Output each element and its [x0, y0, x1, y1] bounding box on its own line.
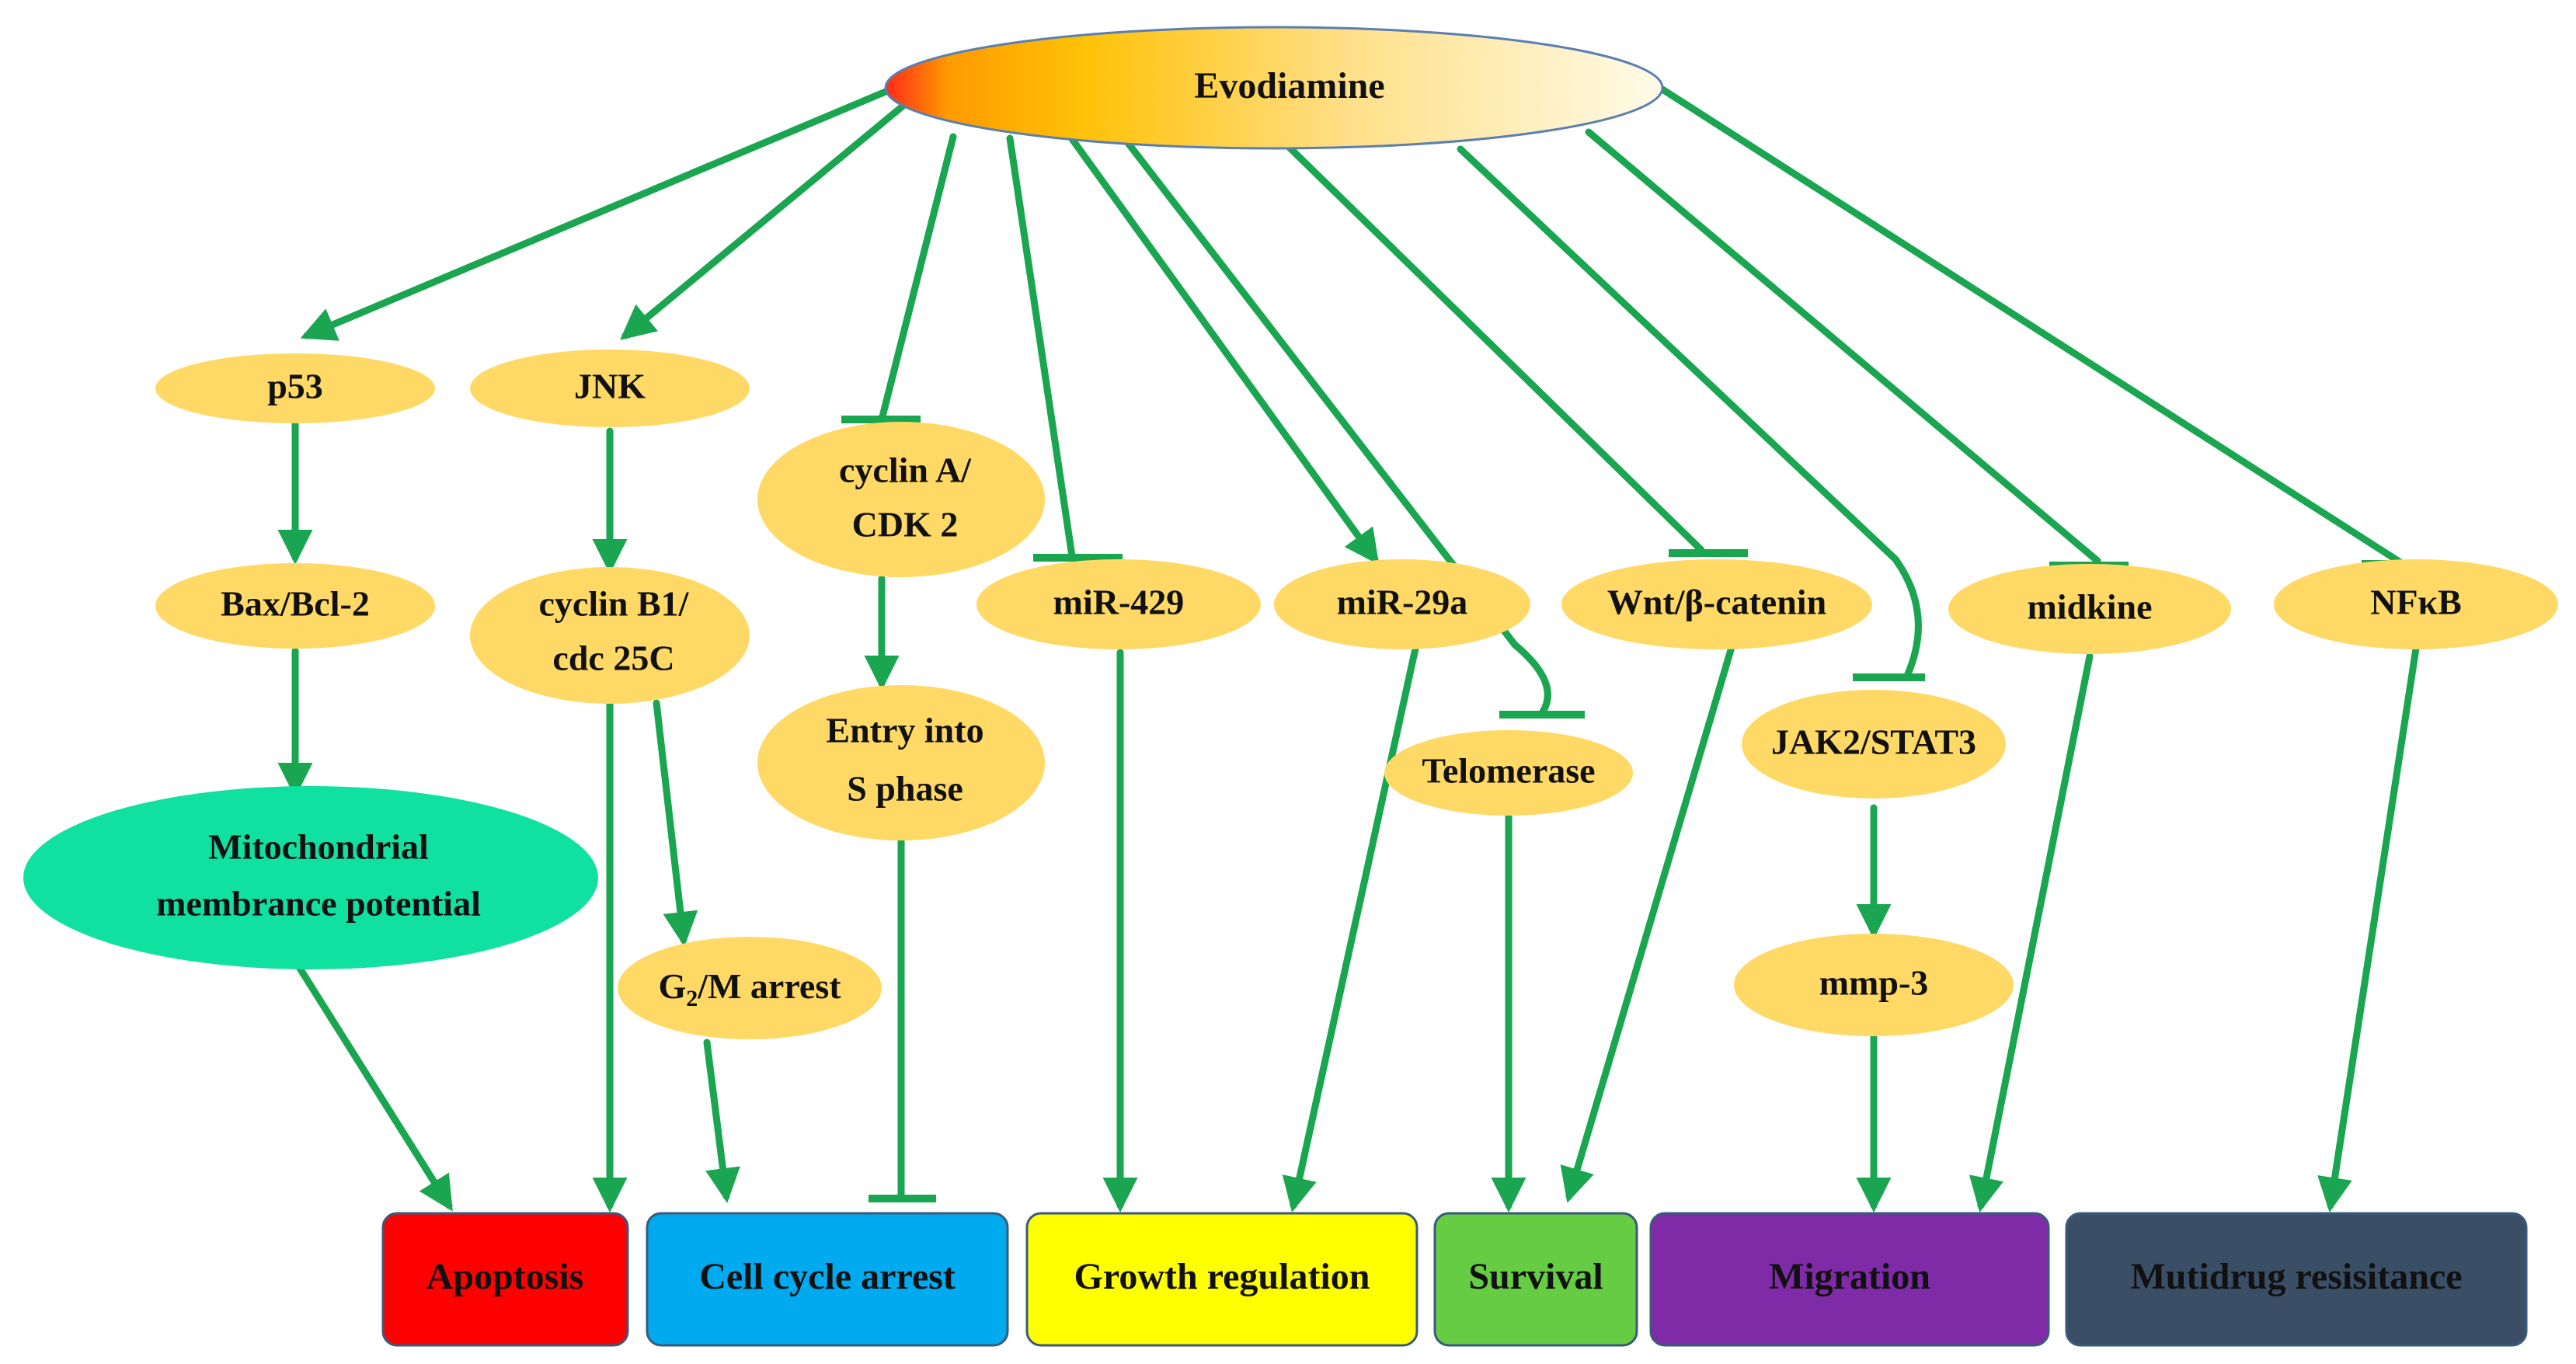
- cyclin-a-label-line1: cyclin A/: [839, 451, 972, 490]
- cyclin-a-label-line2: CDK 2: [852, 505, 959, 545]
- node-nfkb: NFκB: [2274, 559, 2558, 649]
- edge-wnt-survival: [1560, 641, 1736, 1203]
- midkine-label: midkine: [2027, 587, 2152, 627]
- node-midkine: midkine: [1948, 564, 2231, 654]
- jnk-label: JNK: [574, 367, 646, 406]
- edges: [277, 85, 2443, 1213]
- outcome-migration: Migration: [1649, 1212, 2050, 1347]
- node-g2m-arrest: G2/M arrest: [618, 937, 882, 1039]
- edge-evodiamine-wnt: [1286, 144, 1705, 554]
- edge-nfkb-mdr: [2317, 645, 2420, 1213]
- edge-evodiamine-jnk: [620, 97, 913, 340]
- edge-mito-apoptosis: [295, 963, 453, 1212]
- outcome-growth-label: Growth regulation: [1074, 1256, 1370, 1297]
- evodiamine-label: Evodiamine: [1194, 65, 1384, 106]
- outcomes: Apoptosis Cell cycle arrest Growth regul…: [381, 1212, 2528, 1347]
- edge-evodiamine-mir429: [1006, 134, 1076, 560]
- node-cyclin-a-cdk2: cyclin A/ CDK 2: [757, 422, 1045, 577]
- edge-evodiamine-midkine: [1585, 128, 2101, 565]
- entry-s-label-line2: S phase: [847, 769, 963, 809]
- wnt-label: Wnt/β-catenin: [1607, 583, 1826, 622]
- outcome-survival-box: [1433, 1212, 1638, 1347]
- node-cyclin-b1-cdc25c: cyclin B1/ cdc 25C: [470, 567, 750, 704]
- g2m-g: G: [658, 966, 686, 1006]
- entry-s-label-line1: Entry into: [826, 711, 983, 750]
- edge-mir29a-growth: [1282, 645, 1419, 1213]
- node-jak2-stat3: JAK2/STAT3: [1742, 690, 2006, 799]
- outcome-migration-label: Migration: [1769, 1256, 1930, 1297]
- edge-midkine-migration: [1969, 652, 2094, 1213]
- nfkb-label: NFκB: [2370, 583, 2462, 622]
- edge-g2m-cellcycle: [703, 1039, 740, 1203]
- bax-label: Bax/Bcl-2: [221, 584, 370, 624]
- edge-evodiamine-jak2: [1457, 145, 1922, 680]
- edge-evodiamine-nfkb: [1659, 85, 2404, 566]
- outcome-cell-cycle-arrest: Cell cycle arrest: [646, 1212, 1009, 1347]
- outcome-apoptosis-box: [381, 1212, 629, 1347]
- node-wnt-beta-catenin: Wnt/β-catenin: [1561, 559, 1872, 649]
- telomerase-label: Telomerase: [1422, 751, 1595, 791]
- jak2-label: JAK2/STAT3: [1771, 722, 1976, 762]
- outcome-cell-cycle-label: Cell cycle arrest: [699, 1256, 956, 1297]
- g2m-rest: /M arrest: [697, 966, 841, 1006]
- node-bax-bcl2: Bax/Bcl-2: [155, 563, 435, 649]
- outcome-apoptosis-label: Apoptosis: [426, 1256, 584, 1297]
- p53-label: p53: [267, 367, 323, 406]
- outcome-growth-box: [1025, 1212, 1419, 1347]
- node-mitochondrial-potential: Mitochondrial membrance potential: [23, 786, 598, 969]
- edge-evodiamine-telomerase: [1119, 132, 1551, 717]
- g2m-subscript: 2: [686, 986, 698, 1011]
- mmp3-label: mmp-3: [1819, 963, 1929, 1003]
- g2m-label: G2/M arrest: [658, 966, 841, 1011]
- outcome-survival: Survival: [1433, 1212, 1638, 1347]
- outcome-migration-box: [1649, 1212, 2050, 1347]
- mito-label-line2: membrance potential: [156, 884, 481, 924]
- outcome-growth-regulation: Growth regulation: [1025, 1212, 1419, 1347]
- outcome-mdr-box: [2065, 1212, 2528, 1347]
- outcome-mdr-label: Mutidrug resisitance: [2130, 1256, 2462, 1297]
- node-jnk: JNK: [470, 350, 750, 427]
- cyclin-b1-label-line2: cdc 25C: [552, 639, 674, 678]
- outcome-multidrug-resistance: Mutidrug resisitance: [2065, 1212, 2528, 1347]
- node-p53: p53: [155, 353, 435, 423]
- cyclin-b1-label-line1: cyclin B1/: [539, 584, 690, 624]
- outcome-apoptosis: Apoptosis: [381, 1212, 629, 1347]
- outcome-cell-cycle-box: [646, 1212, 1009, 1347]
- mir429-label: miR-429: [1053, 583, 1185, 622]
- node-mir429: miR-429: [976, 559, 1261, 649]
- node-entry-s-phase: Entry into S phase: [757, 685, 1045, 840]
- mito-label-line1: Mitochondrial: [208, 827, 429, 867]
- node-mmp3: mmp-3: [1734, 934, 2014, 1036]
- outcome-survival-label: Survival: [1468, 1256, 1603, 1297]
- mir29a-label: miR-29a: [1337, 583, 1468, 622]
- edge-evodiamine-mir29a: [1064, 130, 1380, 565]
- edge-cyclin-b1-g2m: [653, 699, 698, 947]
- edge-evodiamine-p53: [300, 88, 889, 341]
- node-telomerase: Telomerase: [1384, 730, 1633, 816]
- edge-evodiamine-cyclin-a: [878, 133, 957, 423]
- evodiamine-node: Evodiamine: [884, 26, 1664, 150]
- node-mir29a: miR-29a: [1274, 559, 1530, 649]
